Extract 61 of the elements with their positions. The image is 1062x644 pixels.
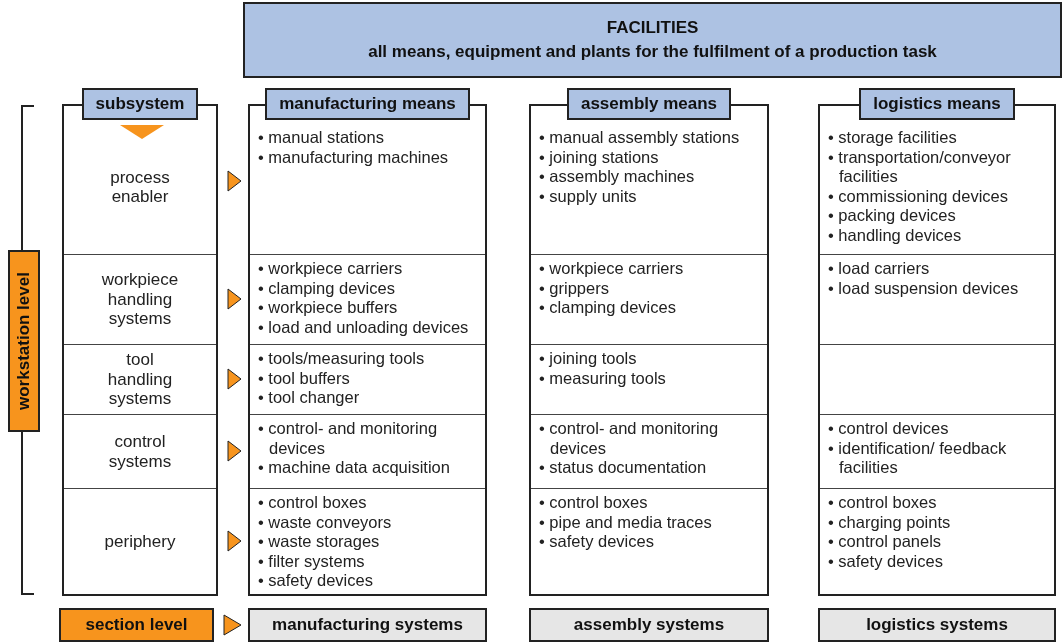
list-item: • control boxes bbox=[828, 493, 938, 513]
level-label: section level bbox=[59, 608, 214, 642]
list-item: • control- and monitoring devices bbox=[539, 419, 720, 458]
chevron-arrow bbox=[223, 614, 242, 636]
list-item: • waste conveyors bbox=[258, 512, 393, 532]
list-item: • workpiece carriers bbox=[258, 259, 404, 279]
chevron-arrow bbox=[227, 368, 242, 390]
column-heading: logistics means bbox=[859, 88, 1015, 120]
column-heading: manufacturing means bbox=[265, 88, 470, 120]
list-item: • control devices bbox=[828, 419, 950, 439]
column-heading: assembly means bbox=[566, 88, 732, 120]
chevron-arrow bbox=[227, 288, 242, 310]
list-item: • load carriers bbox=[828, 259, 931, 279]
list-item: • load and unloading devices bbox=[258, 317, 470, 337]
system-box: logistics systems bbox=[818, 608, 1056, 642]
system-box: assembly systems bbox=[529, 608, 769, 642]
list-item: • packing devices bbox=[828, 206, 957, 226]
list-item: • tool changer bbox=[258, 388, 361, 408]
level-label: workstation level bbox=[8, 250, 40, 432]
list-item: • tool buffers bbox=[258, 368, 351, 388]
list-item: • joining tools bbox=[539, 349, 638, 369]
list-item: • pipe and media traces bbox=[539, 512, 713, 532]
list-item: • filter systems bbox=[258, 551, 366, 571]
system-box: manufacturing systems bbox=[248, 608, 487, 642]
list-item: • safety devices bbox=[828, 551, 944, 571]
list-item: • status documentation bbox=[539, 458, 708, 478]
list-item: • handling devices bbox=[828, 225, 963, 245]
list-item: • clamping devices bbox=[258, 278, 396, 298]
list-item: • supply units bbox=[539, 186, 638, 206]
column-heading: subsystem bbox=[81, 88, 199, 120]
list-item: • transportation/conveyor facilities bbox=[828, 147, 1012, 187]
list-item: • machine data acquisition bbox=[258, 458, 451, 478]
subtitle-text: all means, equipment and plants for the fulfilment of a production task bbox=[368, 41, 937, 63]
list-item: • manual assembly stations bbox=[539, 128, 741, 148]
list-item: • manual stations bbox=[258, 128, 385, 148]
list-item: • charging points bbox=[828, 512, 952, 532]
list-item: • workpiece carriers bbox=[539, 259, 685, 279]
list-item: • manufacturing machines bbox=[258, 147, 450, 167]
list-item: • control boxes bbox=[258, 493, 368, 513]
list-item: • grippers bbox=[539, 278, 610, 298]
chevron-arrow bbox=[227, 530, 242, 552]
list-item: • load suspension devices bbox=[828, 278, 1020, 298]
list-item: • clamping devices bbox=[539, 298, 677, 318]
list-item: • workpiece buffers bbox=[258, 298, 399, 318]
title-text: FACILITIES bbox=[606, 17, 699, 39]
list-item: • safety devices bbox=[539, 532, 655, 552]
list-item: • control- and monitoring devices bbox=[258, 419, 439, 458]
list-item: • waste storages bbox=[258, 532, 381, 552]
chevron-arrow bbox=[227, 170, 242, 192]
list-item: • storage facilities bbox=[828, 128, 958, 148]
title-banner bbox=[243, 2, 1062, 78]
list-item: • control boxes bbox=[539, 493, 649, 513]
list-item: • safety devices bbox=[258, 571, 374, 591]
list-item: • control panels bbox=[828, 532, 943, 552]
list-item: • assembly machines bbox=[539, 167, 696, 187]
list-item: • joining stations bbox=[539, 147, 660, 167]
list-item: • identification/ feedback facilities bbox=[828, 438, 1008, 478]
list-item: • measuring tools bbox=[539, 368, 667, 388]
list-item: • commissioning devices bbox=[828, 186, 1009, 206]
list-item: • tools/measuring tools bbox=[258, 349, 426, 369]
chevron-arrow bbox=[227, 440, 242, 462]
